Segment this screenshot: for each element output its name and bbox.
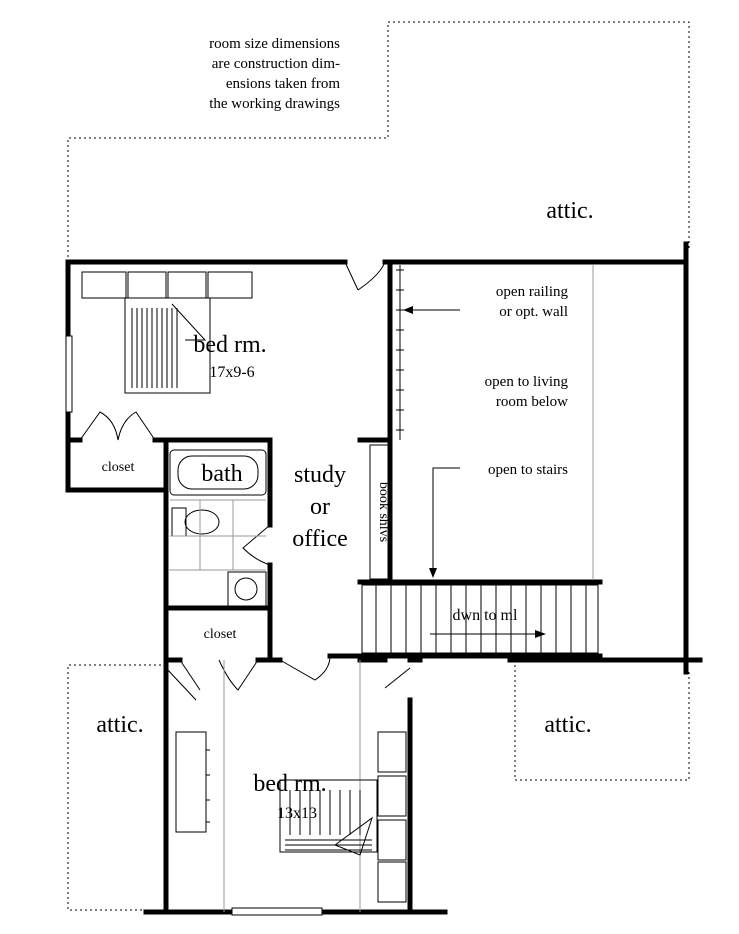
study-line-1: study: [294, 462, 346, 488]
note-line-4: the working drawings: [209, 96, 340, 112]
book-shelves-label: book shlvs: [376, 482, 391, 542]
door-swings: [79, 261, 411, 701]
top-bed-furniture: [81, 271, 253, 394]
book-shelves: [369, 444, 391, 580]
open-stairs-note: open to stairs: [488, 462, 568, 478]
railing: [396, 265, 404, 440]
attic-right-label: attic.: [544, 712, 591, 738]
bottom-bed-furniture: [175, 731, 407, 903]
note-line-1: room size dimensions: [209, 36, 340, 52]
stairs: [361, 584, 599, 654]
bed-bottom-name: bed rm.: [253, 771, 326, 797]
study-line-2: or: [310, 494, 330, 520]
open-living-2: room below: [496, 394, 568, 410]
open-living-1: open to living: [485, 374, 569, 390]
bath-label: bath: [201, 461, 242, 487]
closet-left-label: closet: [102, 460, 135, 475]
bed-top-dim: 17x9-6: [209, 364, 254, 381]
attic-outline: [67, 21, 690, 911]
bed-bottom-dim: 13x13: [277, 805, 317, 822]
leader-arrows: [403, 306, 460, 578]
study-line-3: office: [292, 526, 348, 552]
note-line-2: are construction dim-: [212, 56, 340, 72]
closet-mid-label: closet: [204, 627, 237, 642]
railing-note-1: open railing: [496, 284, 569, 300]
attic-left-label: attic.: [96, 712, 143, 738]
dimension-note: room size dimensions are construction di…: [209, 36, 340, 112]
bath-fixtures: [169, 449, 267, 607]
railing-note-2: or opt. wall: [499, 304, 568, 320]
attic-top-label: attic.: [546, 198, 593, 224]
guide-lines: [168, 265, 594, 912]
stairs-label: dwn to ml: [453, 607, 518, 624]
windows: [65, 335, 323, 916]
bed-top-name: bed rm.: [193, 332, 266, 358]
walls: [65, 241, 703, 915]
note-line-3: ensions taken from: [226, 76, 340, 92]
